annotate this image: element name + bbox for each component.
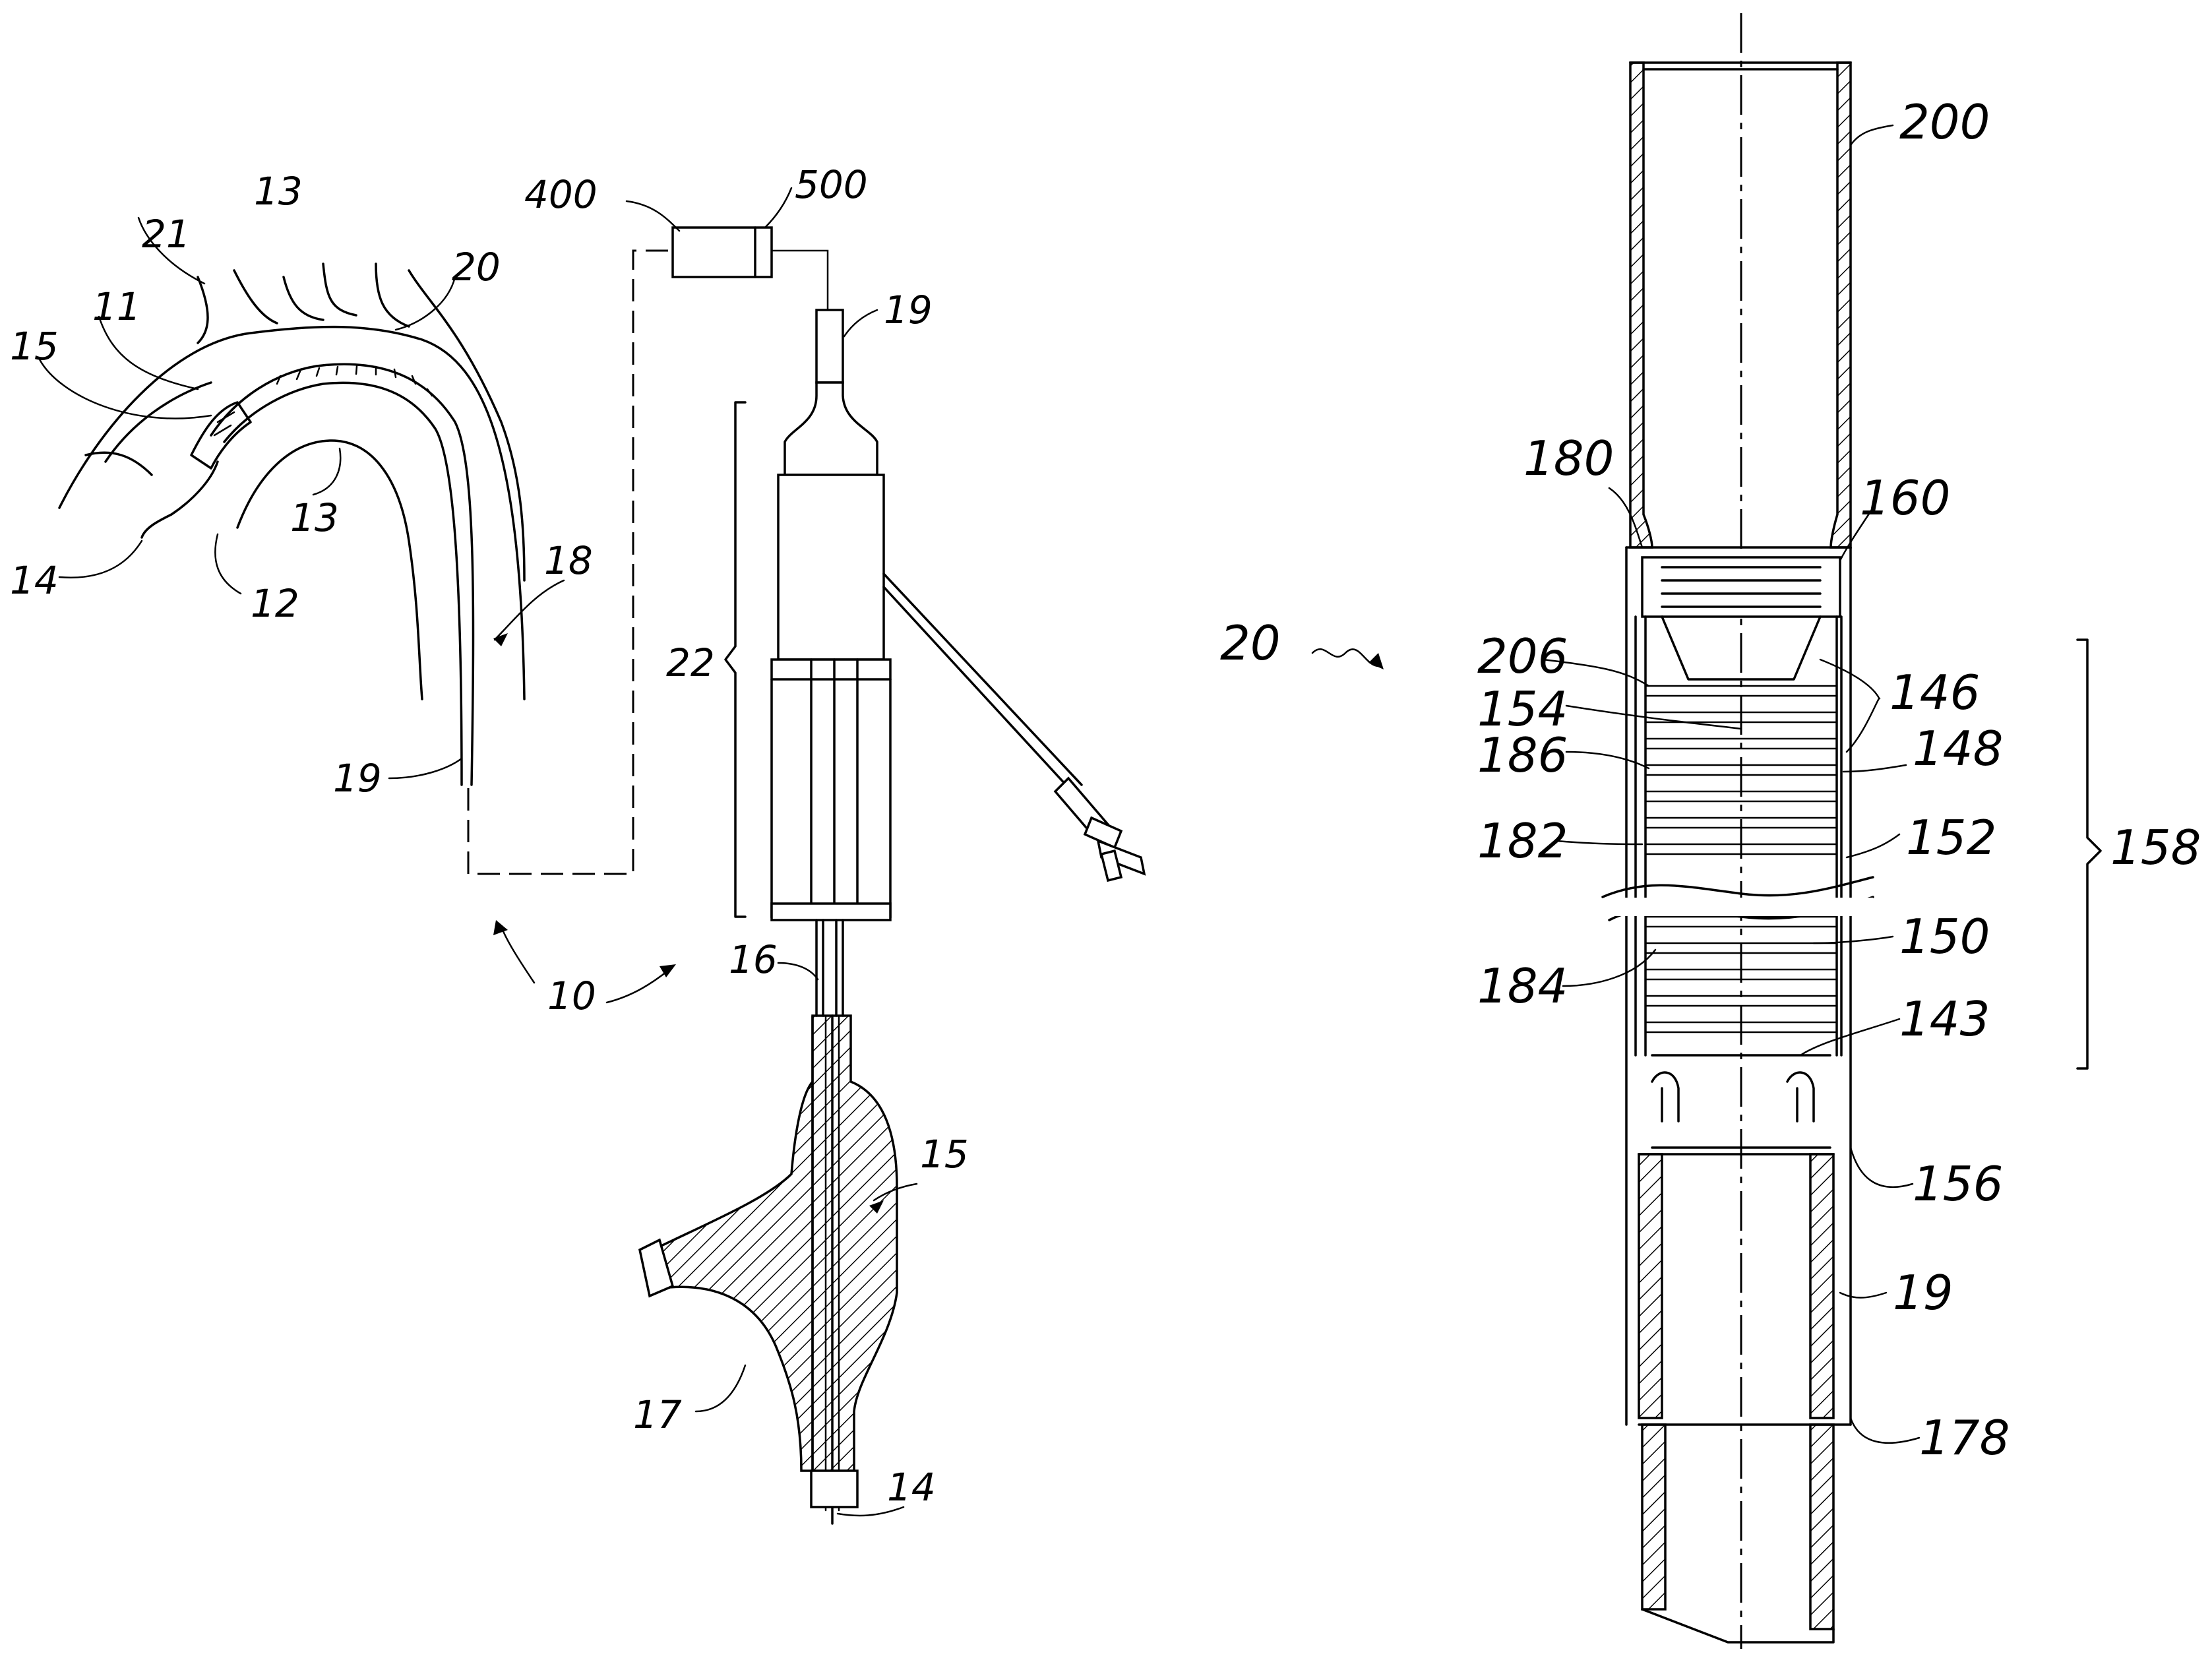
label-152: 152: [1906, 810, 1996, 865]
catheter-assembly-view: [627, 188, 1144, 1524]
label-180: 180: [1523, 431, 1614, 486]
label-146: 146: [1889, 665, 1980, 720]
label-20-arch: 20: [452, 245, 501, 290]
label-10: 10: [547, 973, 596, 1018]
label-18: 18: [544, 538, 593, 583]
label-158: 158: [2110, 820, 2201, 875]
label-15-arch: 15: [10, 324, 59, 369]
cross-section-view: [1543, 13, 2101, 1649]
label-17: 17: [633, 1392, 682, 1437]
label-15-sheath: 15: [920, 1132, 969, 1177]
label-21: 21: [142, 212, 191, 257]
label-20-section: 20: [1220, 615, 1281, 671]
label-13-top: 13: [254, 169, 303, 214]
label-14-arch: 14: [10, 558, 59, 603]
label-156: 156: [1913, 1156, 2003, 1212]
label-12: 12: [251, 581, 299, 626]
label-500: 500: [795, 162, 868, 207]
label-184: 184: [1477, 958, 1568, 1014]
label-19-arch: 19: [333, 756, 382, 801]
label-11: 11: [92, 284, 141, 329]
label-150: 150: [1899, 909, 1990, 964]
label-19-section: 19: [1893, 1265, 1953, 1320]
reference-20-arrow: [1312, 649, 1384, 669]
label-13-inner: 13: [290, 495, 339, 540]
label-16: 16: [729, 937, 778, 982]
label-19-tube: 19: [884, 288, 933, 332]
label-186: 186: [1477, 727, 1568, 783]
label-178: 178: [1919, 1410, 2010, 1465]
label-206: 206: [1477, 629, 1568, 684]
label-14-sheath: 14: [887, 1465, 936, 1510]
reference-labels: 13 21 20 11 15 13 18 14 12 19 10 400 500…: [10, 94, 2201, 1510]
label-143: 143: [1899, 991, 1990, 1047]
label-148: 148: [1913, 721, 2003, 776]
label-200: 200: [1899, 94, 1990, 150]
label-182: 182: [1477, 813, 1568, 869]
label-22: 22: [666, 640, 715, 685]
coil-stack: [1636, 617, 1841, 1055]
label-160: 160: [1860, 470, 1950, 526]
label-400: 400: [524, 172, 598, 217]
